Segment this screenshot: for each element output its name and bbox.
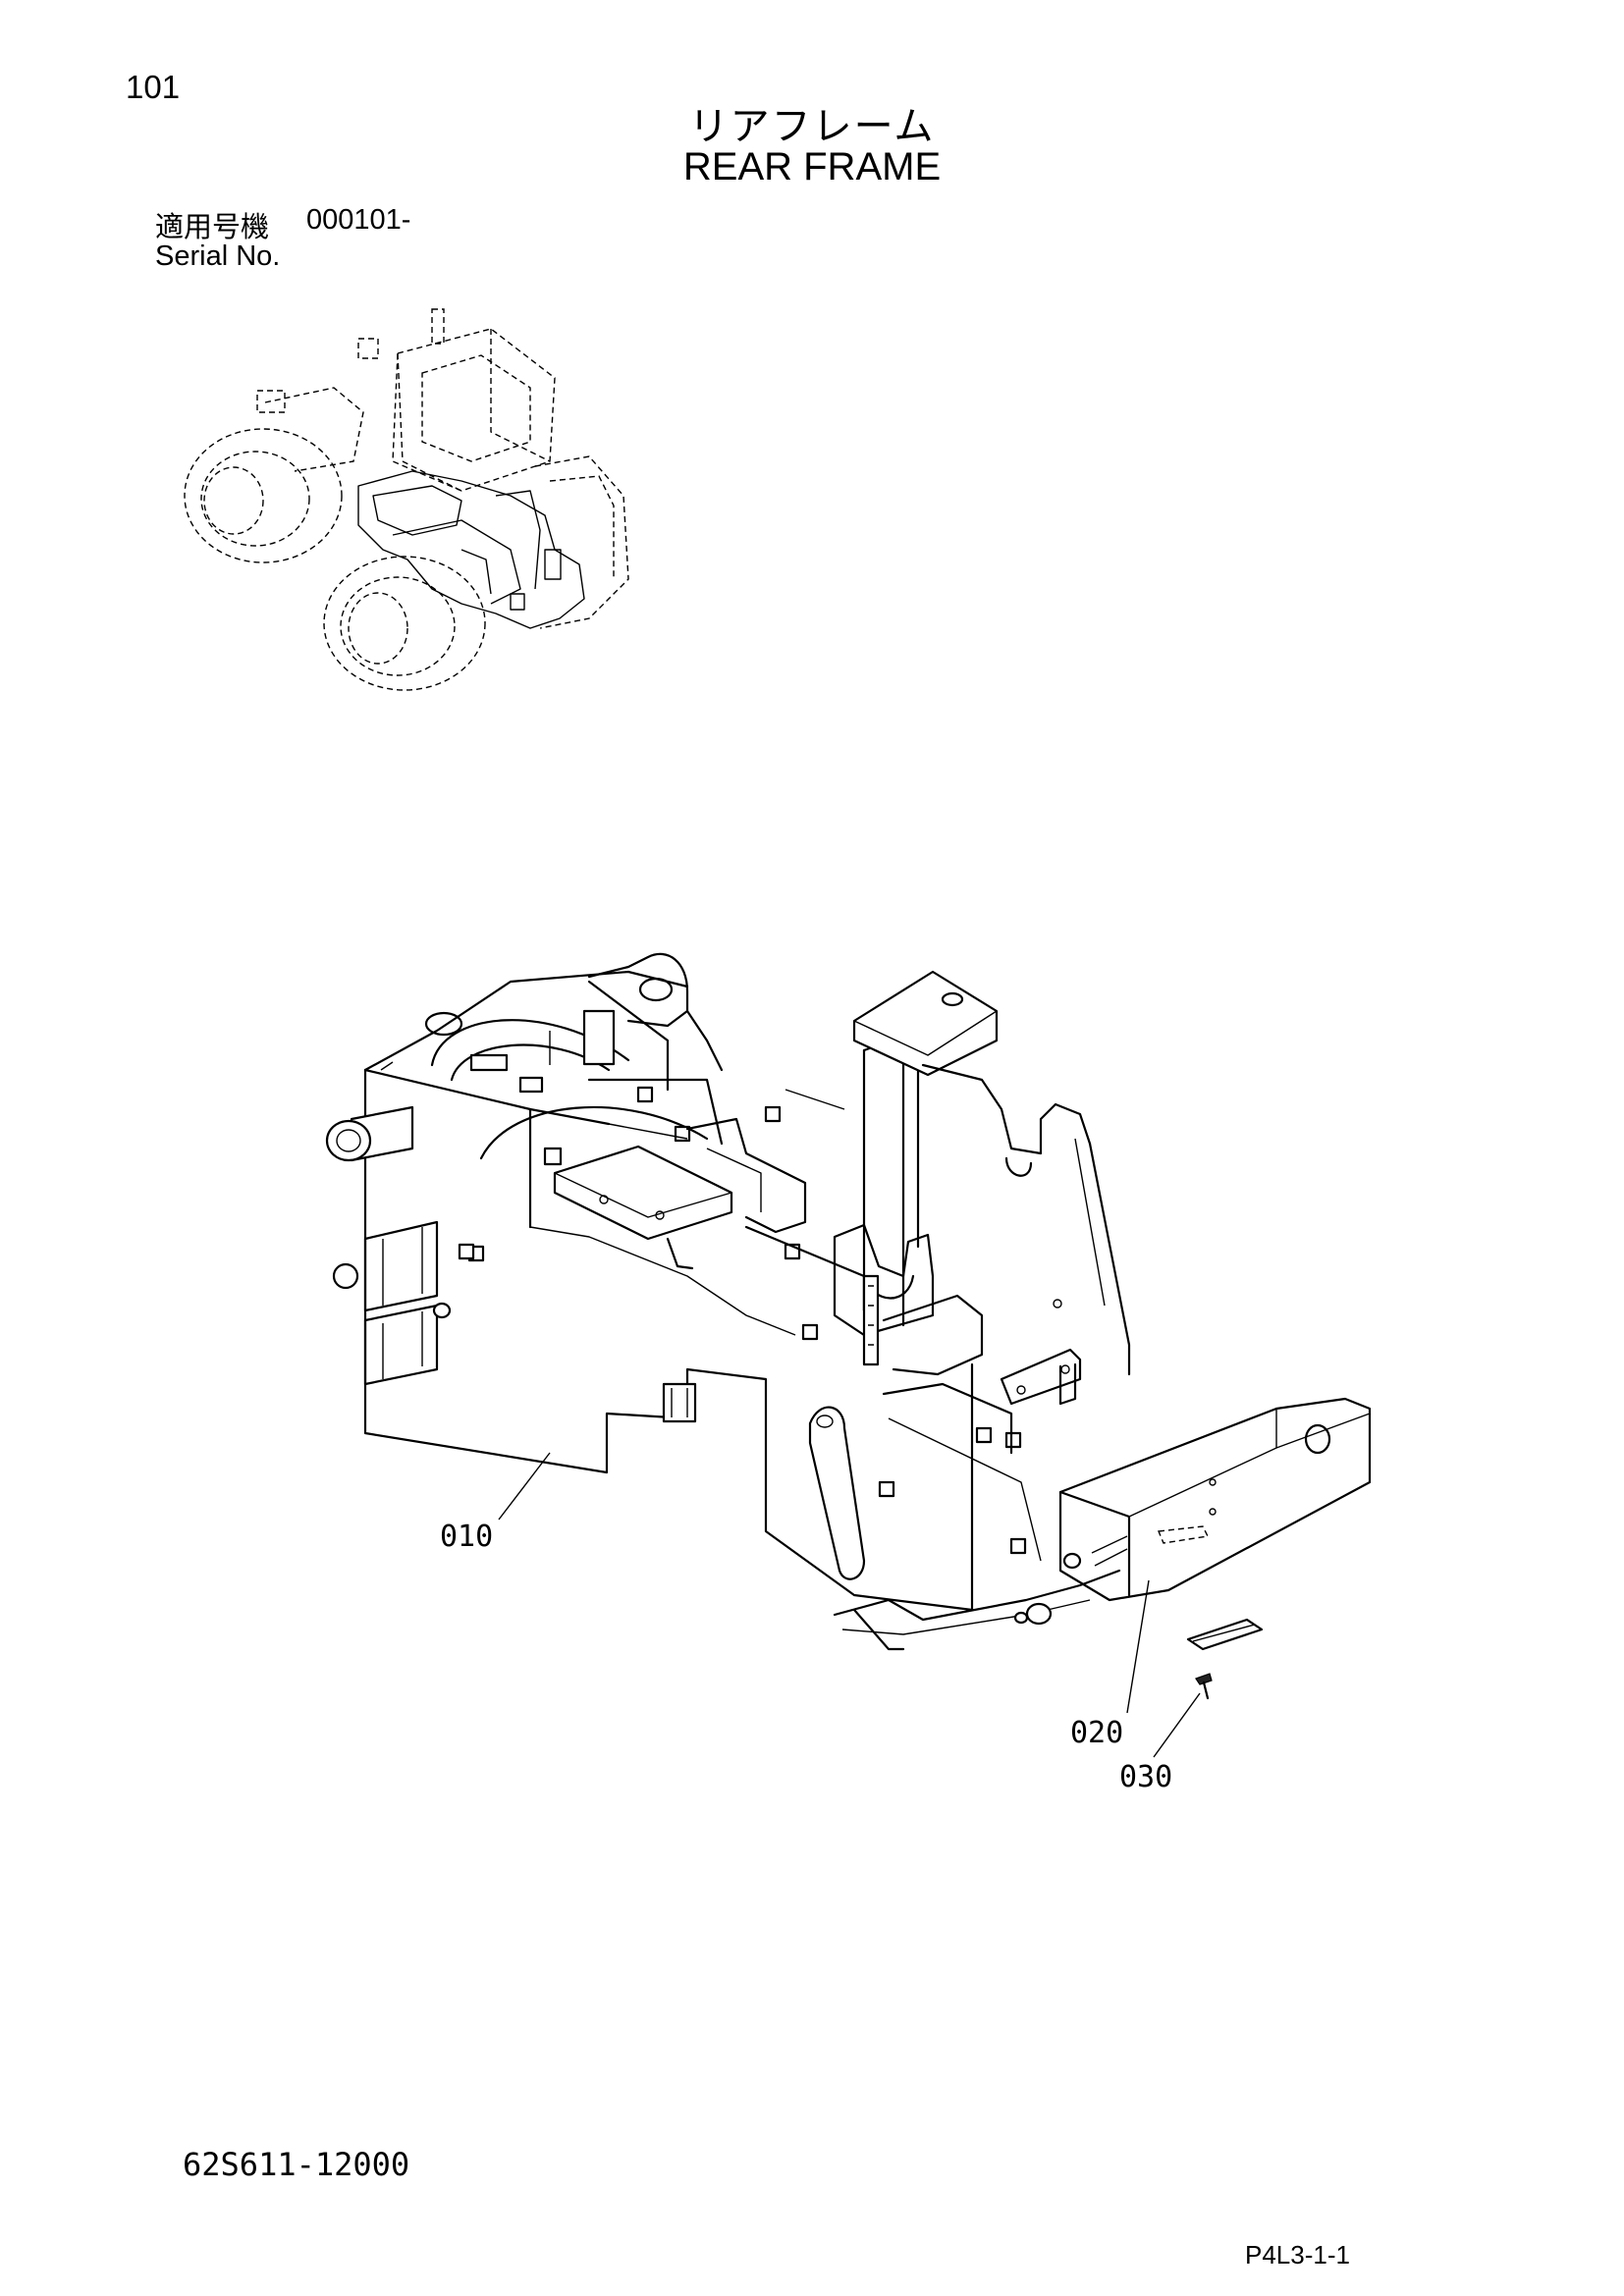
callout-part-010: 010 xyxy=(440,1520,494,1554)
left-side-brackets xyxy=(332,1220,485,1386)
sheet-code: P4L3-1-1 xyxy=(1245,2240,1350,2269)
callout-part-030: 030 xyxy=(1119,1760,1173,1794)
serial-range-value: 000101- xyxy=(306,204,411,236)
page-number: 101 xyxy=(126,69,181,105)
overview-highlighted-rear-frame xyxy=(357,470,585,629)
lower-tube-line xyxy=(833,1535,1128,1651)
part-030-screw xyxy=(1195,1673,1213,1700)
inner-wall-lines xyxy=(529,1031,796,1336)
overview-front-wheel xyxy=(323,556,486,691)
callout-part-020: 020 xyxy=(1070,1716,1124,1750)
part-020-name-plate xyxy=(1186,1618,1264,1651)
center-saddle-bracket xyxy=(833,1223,935,1366)
overview-engine-hood xyxy=(534,455,629,629)
overview-cab xyxy=(357,308,556,492)
page-title-japanese: リアフレーム xyxy=(688,104,936,149)
left-hinge-boss xyxy=(325,1105,414,1162)
serial-label-english: Serial No. xyxy=(155,240,281,272)
callout-leaders xyxy=(498,1452,1201,1758)
right-side-plate xyxy=(921,1063,1131,1376)
upper-hinge-arch xyxy=(430,980,724,1160)
overview-rear-wheel xyxy=(184,428,343,563)
serial-label-japanese: 適用号機 xyxy=(155,210,270,243)
weld-nuts xyxy=(458,1086,1027,1555)
lower-floor-plate xyxy=(882,1294,1042,1562)
center-mounting-pad xyxy=(553,1145,733,1270)
mid-right-bracket xyxy=(1000,1348,1082,1406)
rear-counterweight-plate xyxy=(1058,1397,1372,1602)
page-title-english: REAR FRAME xyxy=(682,145,942,188)
center-block xyxy=(662,1382,697,1423)
drawing-number: 62S611-12000 xyxy=(183,2146,410,2183)
front-strap-bracket xyxy=(808,1406,866,1580)
top-front-pad xyxy=(852,970,999,1077)
top-hitch-lug xyxy=(587,952,724,1072)
overview-loader-arm xyxy=(256,387,364,472)
